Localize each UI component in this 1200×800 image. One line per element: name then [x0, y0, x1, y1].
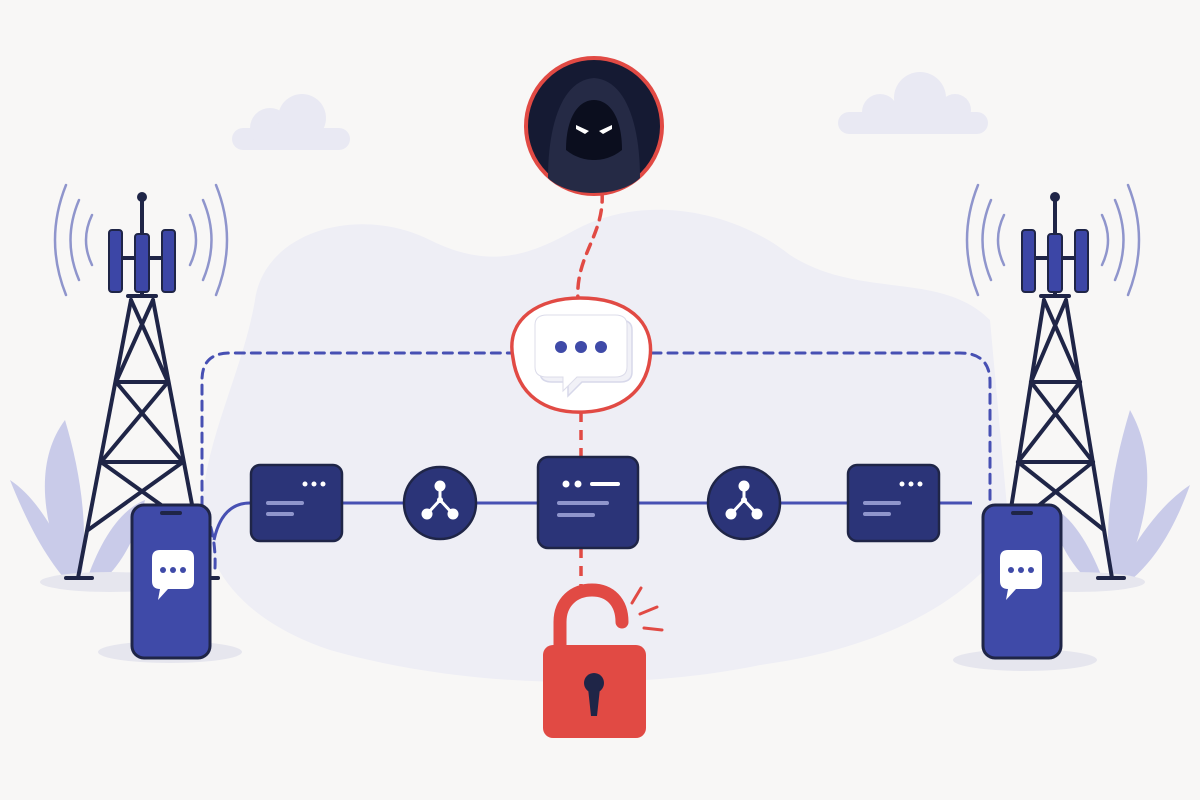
phone-link-left: [212, 501, 251, 541]
chat-bubble-icon: [1000, 550, 1042, 600]
cloud-icon: [232, 94, 350, 150]
chat-bubble-icon: [534, 314, 633, 398]
server-window-icon: [846, 463, 941, 543]
plant-left: [10, 420, 145, 590]
smartphone-icon: [130, 503, 212, 660]
server-window-icon: [536, 455, 640, 550]
cell-tower-icon: [53, 183, 229, 580]
blue-dashed-path-left: [200, 351, 514, 570]
plant-right: [1048, 410, 1190, 590]
network-hub-icon: [402, 465, 478, 541]
cloud-icon: [838, 72, 988, 134]
server-window-icon: [249, 463, 344, 543]
red-dashed-interception-top: [576, 190, 604, 302]
hooded-attacker-icon: [524, 56, 664, 196]
backdrop-blob: [202, 209, 1010, 683]
background-decor: [10, 72, 1190, 683]
smartphone-icon: [981, 503, 1063, 660]
intercepted-message: [510, 296, 653, 414]
network-hub-icon: [706, 465, 782, 541]
unlocked-padlock-icon: [543, 583, 664, 738]
blue-dashed-path-right: [650, 351, 992, 504]
chat-bubble-icon: [152, 550, 194, 600]
